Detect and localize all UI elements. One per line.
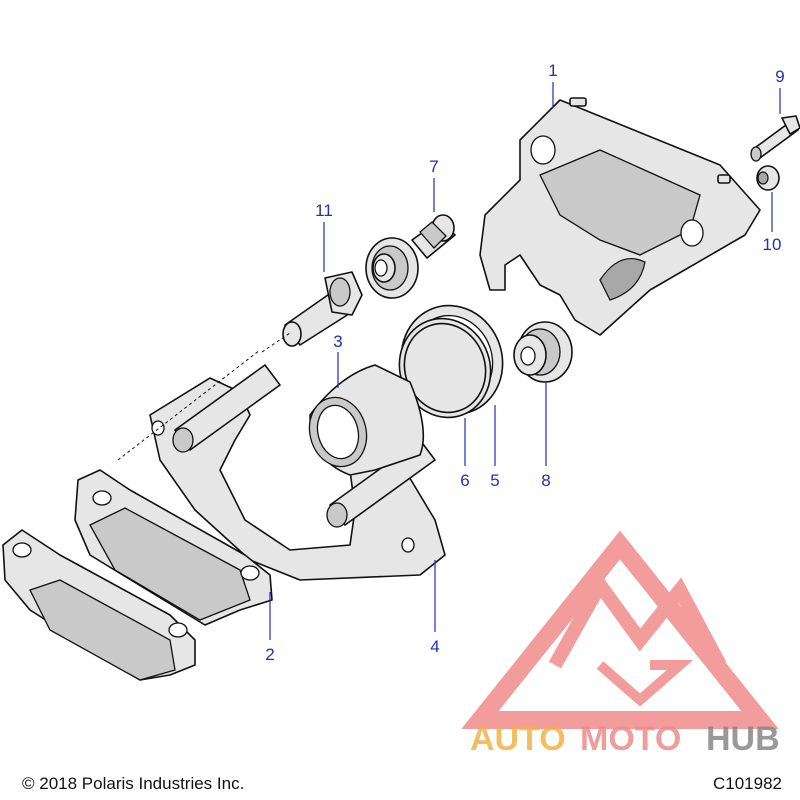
brake-pad-inner: [74, 469, 273, 626]
callout-7: 7: [429, 157, 438, 176]
caliper-body: [479, 97, 761, 336]
callout-6: 6: [460, 471, 469, 490]
guide-bolt: [282, 271, 363, 347]
pin-boot: [365, 237, 419, 299]
drawing-code: C101982: [712, 774, 782, 793]
slide-pin: [411, 214, 456, 259]
callout-9: 9: [775, 67, 784, 86]
watermark-hub: HUB: [706, 720, 780, 758]
brake-pad-outer: [2, 529, 196, 681]
piston: [308, 364, 425, 476]
callout-2: 2: [265, 645, 274, 664]
callout-4: 4: [430, 637, 439, 656]
callout-8: 8: [541, 471, 550, 490]
bleeder-screw: [750, 115, 800, 162]
callout-5: 5: [490, 471, 499, 490]
copyright-text: © 2018 Polaris Industries Inc.: [22, 774, 245, 793]
watermark-moto: MOTO: [580, 720, 681, 758]
bleeder-cap: [756, 165, 780, 191]
watermark-text: AUTO MOTO HUB: [470, 720, 780, 758]
watermark-logo: [461, 530, 779, 729]
rubber-boot: [513, 321, 573, 383]
callout-10: 10: [763, 235, 782, 254]
callout-1: 1: [548, 61, 557, 80]
caliper-bracket: [149, 364, 446, 581]
callout-11: 11: [315, 201, 333, 220]
watermark-auto: AUTO: [470, 720, 566, 758]
callout-3: 3: [333, 332, 342, 351]
